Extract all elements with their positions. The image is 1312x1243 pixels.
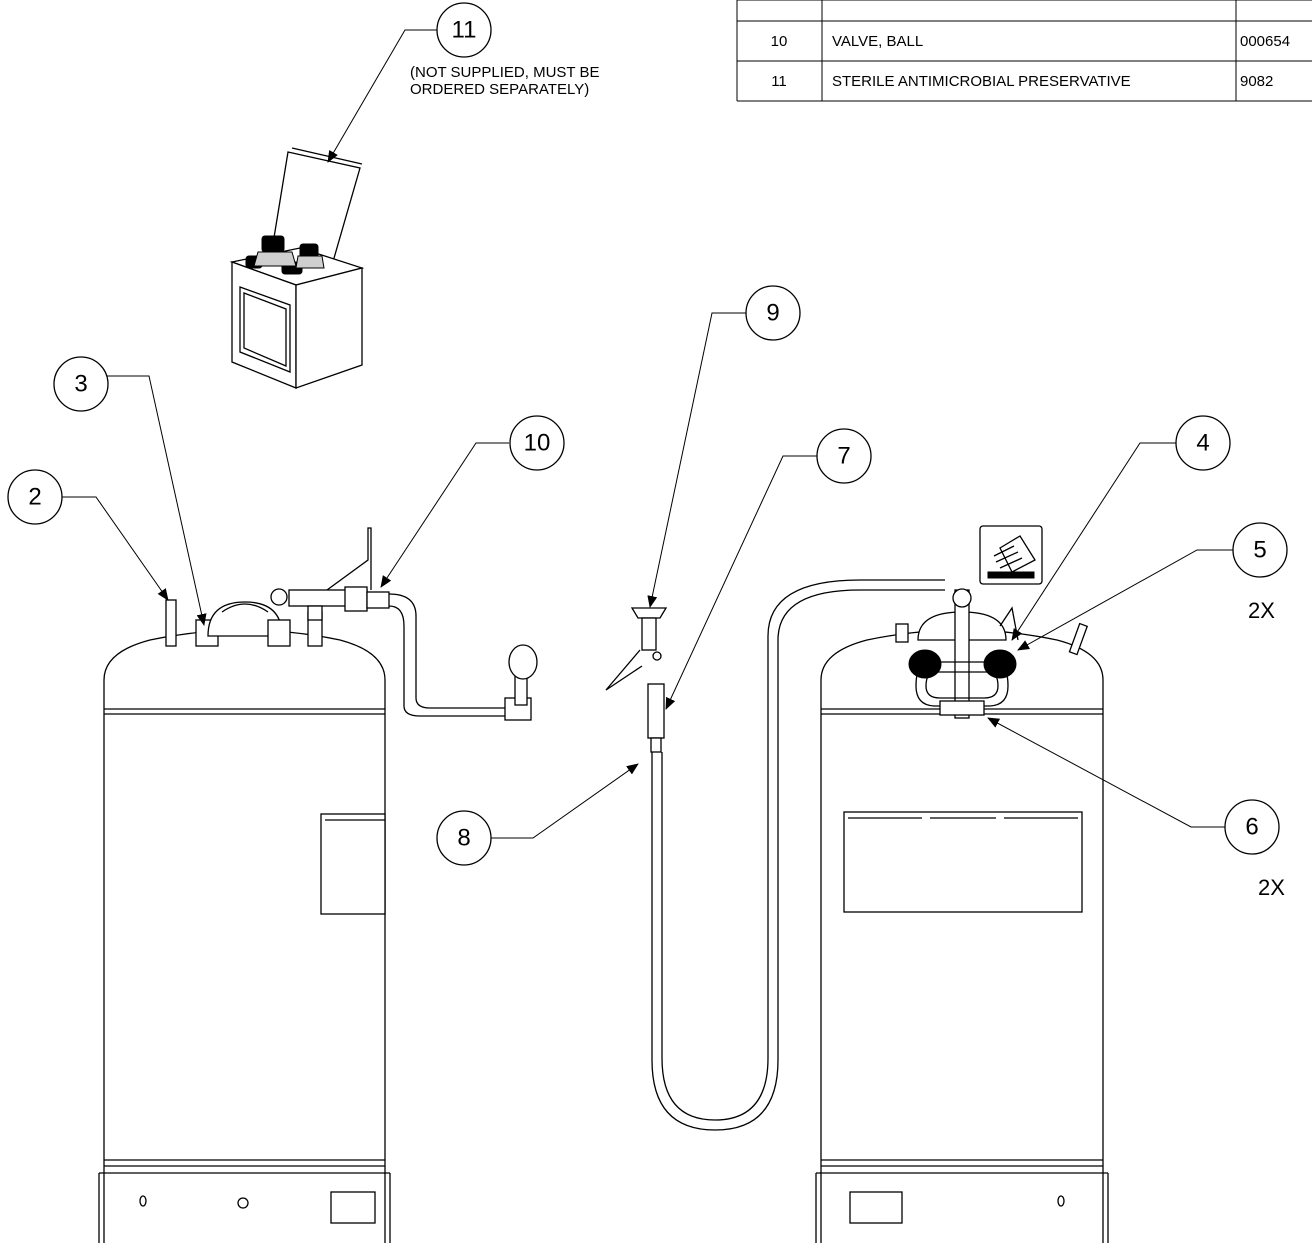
callout-2: 2 <box>7 469 63 525</box>
callout-5: 5 <box>1232 522 1288 578</box>
not-supplied-note-line2: ORDERED SEPARATELY) <box>410 81 589 98</box>
table-row: 10 VALVE, BALL 000654 <box>771 33 1290 50</box>
left-tank-illustration <box>98 527 538 1243</box>
preservative-box-illustration <box>229 147 365 389</box>
callout-label: 8 <box>457 825 470 852</box>
callout-label: 2 <box>28 484 41 511</box>
callout-label: 7 <box>837 443 850 470</box>
leader-lines <box>61 29 1233 839</box>
table-row: 11 STERILE ANTIMICROBIAL PRESERVATIVE 90… <box>771 73 1273 90</box>
callout-8: 8 <box>436 810 492 866</box>
parts-table: 10 VALVE, BALL 000654 11 STERILE ANTIMIC… <box>736 0 1312 102</box>
callout-label: 3 <box>74 371 87 398</box>
callout-3: 3 <box>53 356 109 412</box>
callout-label: 9 <box>766 300 779 327</box>
item-number: 10 <box>771 33 788 50</box>
callout-7: 7 <box>816 428 872 484</box>
item-number: 11 <box>771 73 787 90</box>
callout-4: 4 <box>1175 415 1231 471</box>
part-number: 9082 <box>1240 73 1273 90</box>
item-description: VALVE, BALL <box>832 33 923 50</box>
callout-label: 6 <box>1245 814 1258 841</box>
callout-10: 10 <box>509 415 565 471</box>
item-description: STERILE ANTIMICROBIAL PRESERVATIVE <box>832 73 1131 90</box>
spray-hose-illustration <box>605 579 945 1131</box>
callout-11: 11 <box>436 2 492 58</box>
callout-9: 9 <box>745 285 801 341</box>
right-tank-illustration <box>815 525 1109 1243</box>
callout-6: 6 <box>1224 799 1280 855</box>
quantity-note-6: 2X <box>1258 875 1285 900</box>
not-supplied-note-line1: (NOT SUPPLIED, MUST BE <box>410 64 600 81</box>
quantity-note-5: 2X <box>1248 598 1275 623</box>
callout-label: 11 <box>452 17 477 44</box>
part-number: 000654 <box>1240 33 1290 50</box>
callout-label: 5 <box>1253 537 1266 564</box>
callout-label: 10 <box>524 430 551 457</box>
callout-label: 4 <box>1196 430 1209 457</box>
